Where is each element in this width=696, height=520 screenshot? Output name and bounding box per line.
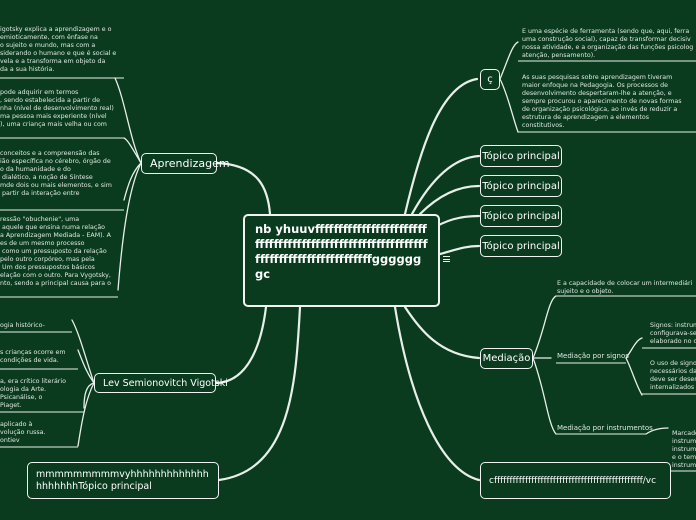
vigotski-note-2: s crianças ocorre em condições de vida. <box>0 349 66 364</box>
link-bottom-right <box>393 305 481 482</box>
node-topic-4-label: Tópico principal <box>482 240 560 252</box>
node-topic-1-label: Tópico principal <box>482 150 560 162</box>
node-vigotski[interactable]: Lev Semionovitch Vigotski <box>94 373 228 393</box>
instrumentos-note-1: Marcado instrume instrume e o tem instru… <box>672 430 696 469</box>
aprendizagem-note-4: ressão "obuchenie", uma aquele que ensin… <box>0 216 111 287</box>
node-topic-2-label: Tópico principal <box>482 180 560 192</box>
aprendizagem-note-3: conceitos e a compreensão das ião especí… <box>0 150 112 197</box>
link-c <box>403 77 479 216</box>
node-mediacao-label: Mediação <box>482 353 531 364</box>
link-bottom-left <box>217 305 302 482</box>
c-note-2: As suas pesquisas sobre aprendizagem tiv… <box>522 74 682 129</box>
node-c-label: ç <box>487 74 493 85</box>
sub-link-c-2 <box>499 78 519 133</box>
sub-link-vig-3 <box>83 382 95 409</box>
sub-link-signos-2 <box>625 357 643 396</box>
node-topic-3[interactable]: Tópico principal <box>480 205 562 227</box>
sub-link-aprend-3 <box>123 162 142 201</box>
mediacao-note: É a capacidade de colocar um intermediár… <box>557 280 693 295</box>
link-topic2 <box>418 184 481 216</box>
signos-note-1: Signos: instrum configurava-se elaborado… <box>650 322 696 345</box>
mediacao-instrumentos-label: Mediação por instrumentos <box>557 424 653 432</box>
node-bottom-left[interactable]: mmmmmmmmmvyhhhhhhhhhhhhhhhhhhhhTópico pr… <box>27 462 219 499</box>
notes-icon[interactable] <box>443 256 450 263</box>
link-topic4 <box>438 244 481 256</box>
sub-link-aprend-2 <box>123 137 142 164</box>
aprendizagem-note-2: pode adquirir em termos , sendo estabele… <box>0 89 114 128</box>
sub-link-signos-1 <box>625 337 643 359</box>
sub-link-med-text <box>532 295 557 359</box>
sub-link-med-instr <box>532 357 557 435</box>
node-aprendizagem[interactable]: Aprendizagem <box>141 153 230 174</box>
sub-link-instr-1 <box>645 427 669 435</box>
vigotski-note-1: ogia histórico- <box>0 322 45 329</box>
vigotski-note-4: aplicado à volução russa. ontiev <box>0 421 46 444</box>
node-c[interactable]: ç <box>480 69 500 90</box>
signos-note-2: O uso de signo necessários da deve ser d… <box>650 360 696 391</box>
node-bottom-right[interactable]: cfffffffffffffffffffffffffffffffffffffff… <box>480 462 671 499</box>
c-note-1: É uma espécie de ferramenta (sendo que, … <box>522 28 694 59</box>
node-topic-4[interactable]: Tópico principal <box>480 235 562 257</box>
sub-link-vig-4 <box>77 382 95 447</box>
vigotski-note-3: a, era crítico literário ologia da Arte.… <box>0 378 67 409</box>
aprendizagem-note-1: igotsky explica a aprendizagem e o emiot… <box>0 26 117 73</box>
link-aprendizagem <box>215 161 272 216</box>
link-topic1 <box>410 154 481 216</box>
sub-link-c-1 <box>499 41 519 80</box>
node-mediacao[interactable]: Mediação <box>480 348 533 369</box>
node-topic-2[interactable]: Tópico principal <box>480 175 562 197</box>
mediacao-signos-label: Mediação por signos <box>557 352 629 360</box>
node-bottom-left-label: mmmmmmmmmvyhhhhhhhhhhhhhhhhhhhhTópico pr… <box>36 468 209 492</box>
node-topic-3-label: Tópico principal <box>482 210 560 222</box>
node-bottom-right-label: cfffffffffffffffffffffffffffffffffffffff… <box>489 475 657 486</box>
central-topic-label: nb yhuuvffffffffffffffffffffffffffffffff… <box>255 222 428 281</box>
sub-link-vig-1 <box>71 319 95 384</box>
sub-link-aprend-1 <box>114 77 142 164</box>
node-topic-1[interactable]: Tópico principal <box>480 145 562 167</box>
node-aprendizagem-label: Aprendizagem <box>150 157 230 170</box>
link-vigotski <box>214 305 268 385</box>
central-topic[interactable]: nb yhuuvffffffffffffffffffffffffffffffff… <box>243 214 440 307</box>
sub-link-vig-2 <box>77 349 95 384</box>
link-mediacao <box>403 305 481 360</box>
sub-link-aprend-4 <box>117 162 142 291</box>
node-vigotski-label: Lev Semionovitch Vigotski <box>103 377 228 389</box>
